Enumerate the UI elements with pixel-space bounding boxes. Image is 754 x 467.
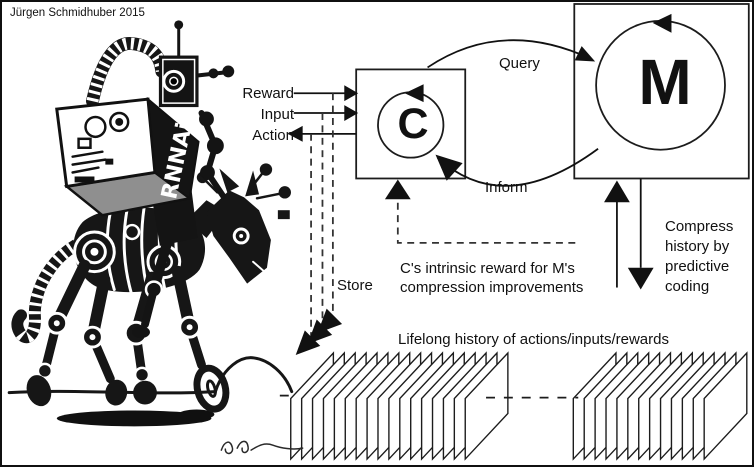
controller-letter: C (397, 100, 429, 148)
figure-credit: Jürgen Schmidhuber 2015 (10, 7, 145, 19)
history-stacks (290, 351, 748, 461)
input-arrowhead (344, 105, 359, 121)
reward-arrowhead (344, 85, 359, 102)
ear-left (219, 168, 240, 193)
robot-shadow (56, 410, 212, 427)
inform-arrowhead (435, 154, 463, 181)
query-arrowhead (574, 46, 596, 62)
robot-shadow-blob (178, 409, 215, 420)
compress-up-arrowhead (604, 180, 630, 203)
inform-label: Inform (485, 179, 528, 196)
intrinsic-note: C's intrinsic reward for M's compression… (400, 260, 584, 296)
cube-face-doodles (71, 111, 130, 183)
store-arrowheads (295, 308, 343, 355)
mid-hoof (105, 379, 128, 406)
model-box (573, 3, 750, 180)
cube-front-face (55, 97, 157, 189)
camera-lens-pupil (169, 76, 179, 87)
action-arrowhead (287, 125, 303, 142)
head-box-knobs (196, 65, 235, 79)
robot-illustration: RNNAi (7, 20, 304, 455)
compress-note: Compress history by predictive coding (665, 218, 734, 295)
leg-joints (36, 311, 202, 383)
query-arc (427, 39, 591, 69)
query-label: Query (499, 55, 540, 72)
reward-label: Reward (242, 85, 294, 102)
muzzle-line (252, 260, 270, 277)
rider-arm (198, 110, 227, 200)
history-page (464, 351, 509, 461)
ground-arc (213, 356, 294, 394)
torso-bolt (123, 223, 141, 241)
history-dashed-connector (279, 394, 579, 399)
store-dashed-lines (310, 93, 334, 340)
compress-down-arrowhead (627, 267, 654, 290)
intrinsic-arrowhead (384, 179, 411, 200)
wheel-foot-hub (206, 379, 217, 398)
ear-right (245, 170, 260, 197)
horse-eye-dot (239, 233, 244, 238)
cube-side-face (146, 96, 200, 201)
history-page (703, 351, 748, 461)
robot-tail (11, 233, 93, 344)
leg-joint-dots (53, 320, 193, 341)
controller-loop-arrowhead (404, 84, 424, 103)
history-caption: Lifelong history of actions/inputs/rewar… (398, 331, 669, 348)
store-label: Store (337, 277, 373, 294)
input-label: Input (260, 106, 294, 123)
rear-hoof (26, 375, 52, 407)
horse-head (206, 190, 271, 284)
model-loop-arrowhead (652, 13, 672, 33)
rider-shin (141, 285, 158, 329)
schematic (287, 3, 750, 355)
front-hoof (133, 380, 157, 405)
robot-tail-stripes (13, 234, 89, 344)
action-label: Action (252, 127, 294, 144)
intrinsic-dashed-path (396, 196, 576, 244)
horse-eye (232, 227, 250, 245)
model-letter: M (638, 46, 692, 118)
ribbed-hose-ribs (86, 37, 168, 103)
wheel-foot (193, 364, 230, 413)
rider-foot (132, 326, 150, 339)
antenna-ball (174, 20, 184, 30)
artist-signature (220, 440, 304, 455)
